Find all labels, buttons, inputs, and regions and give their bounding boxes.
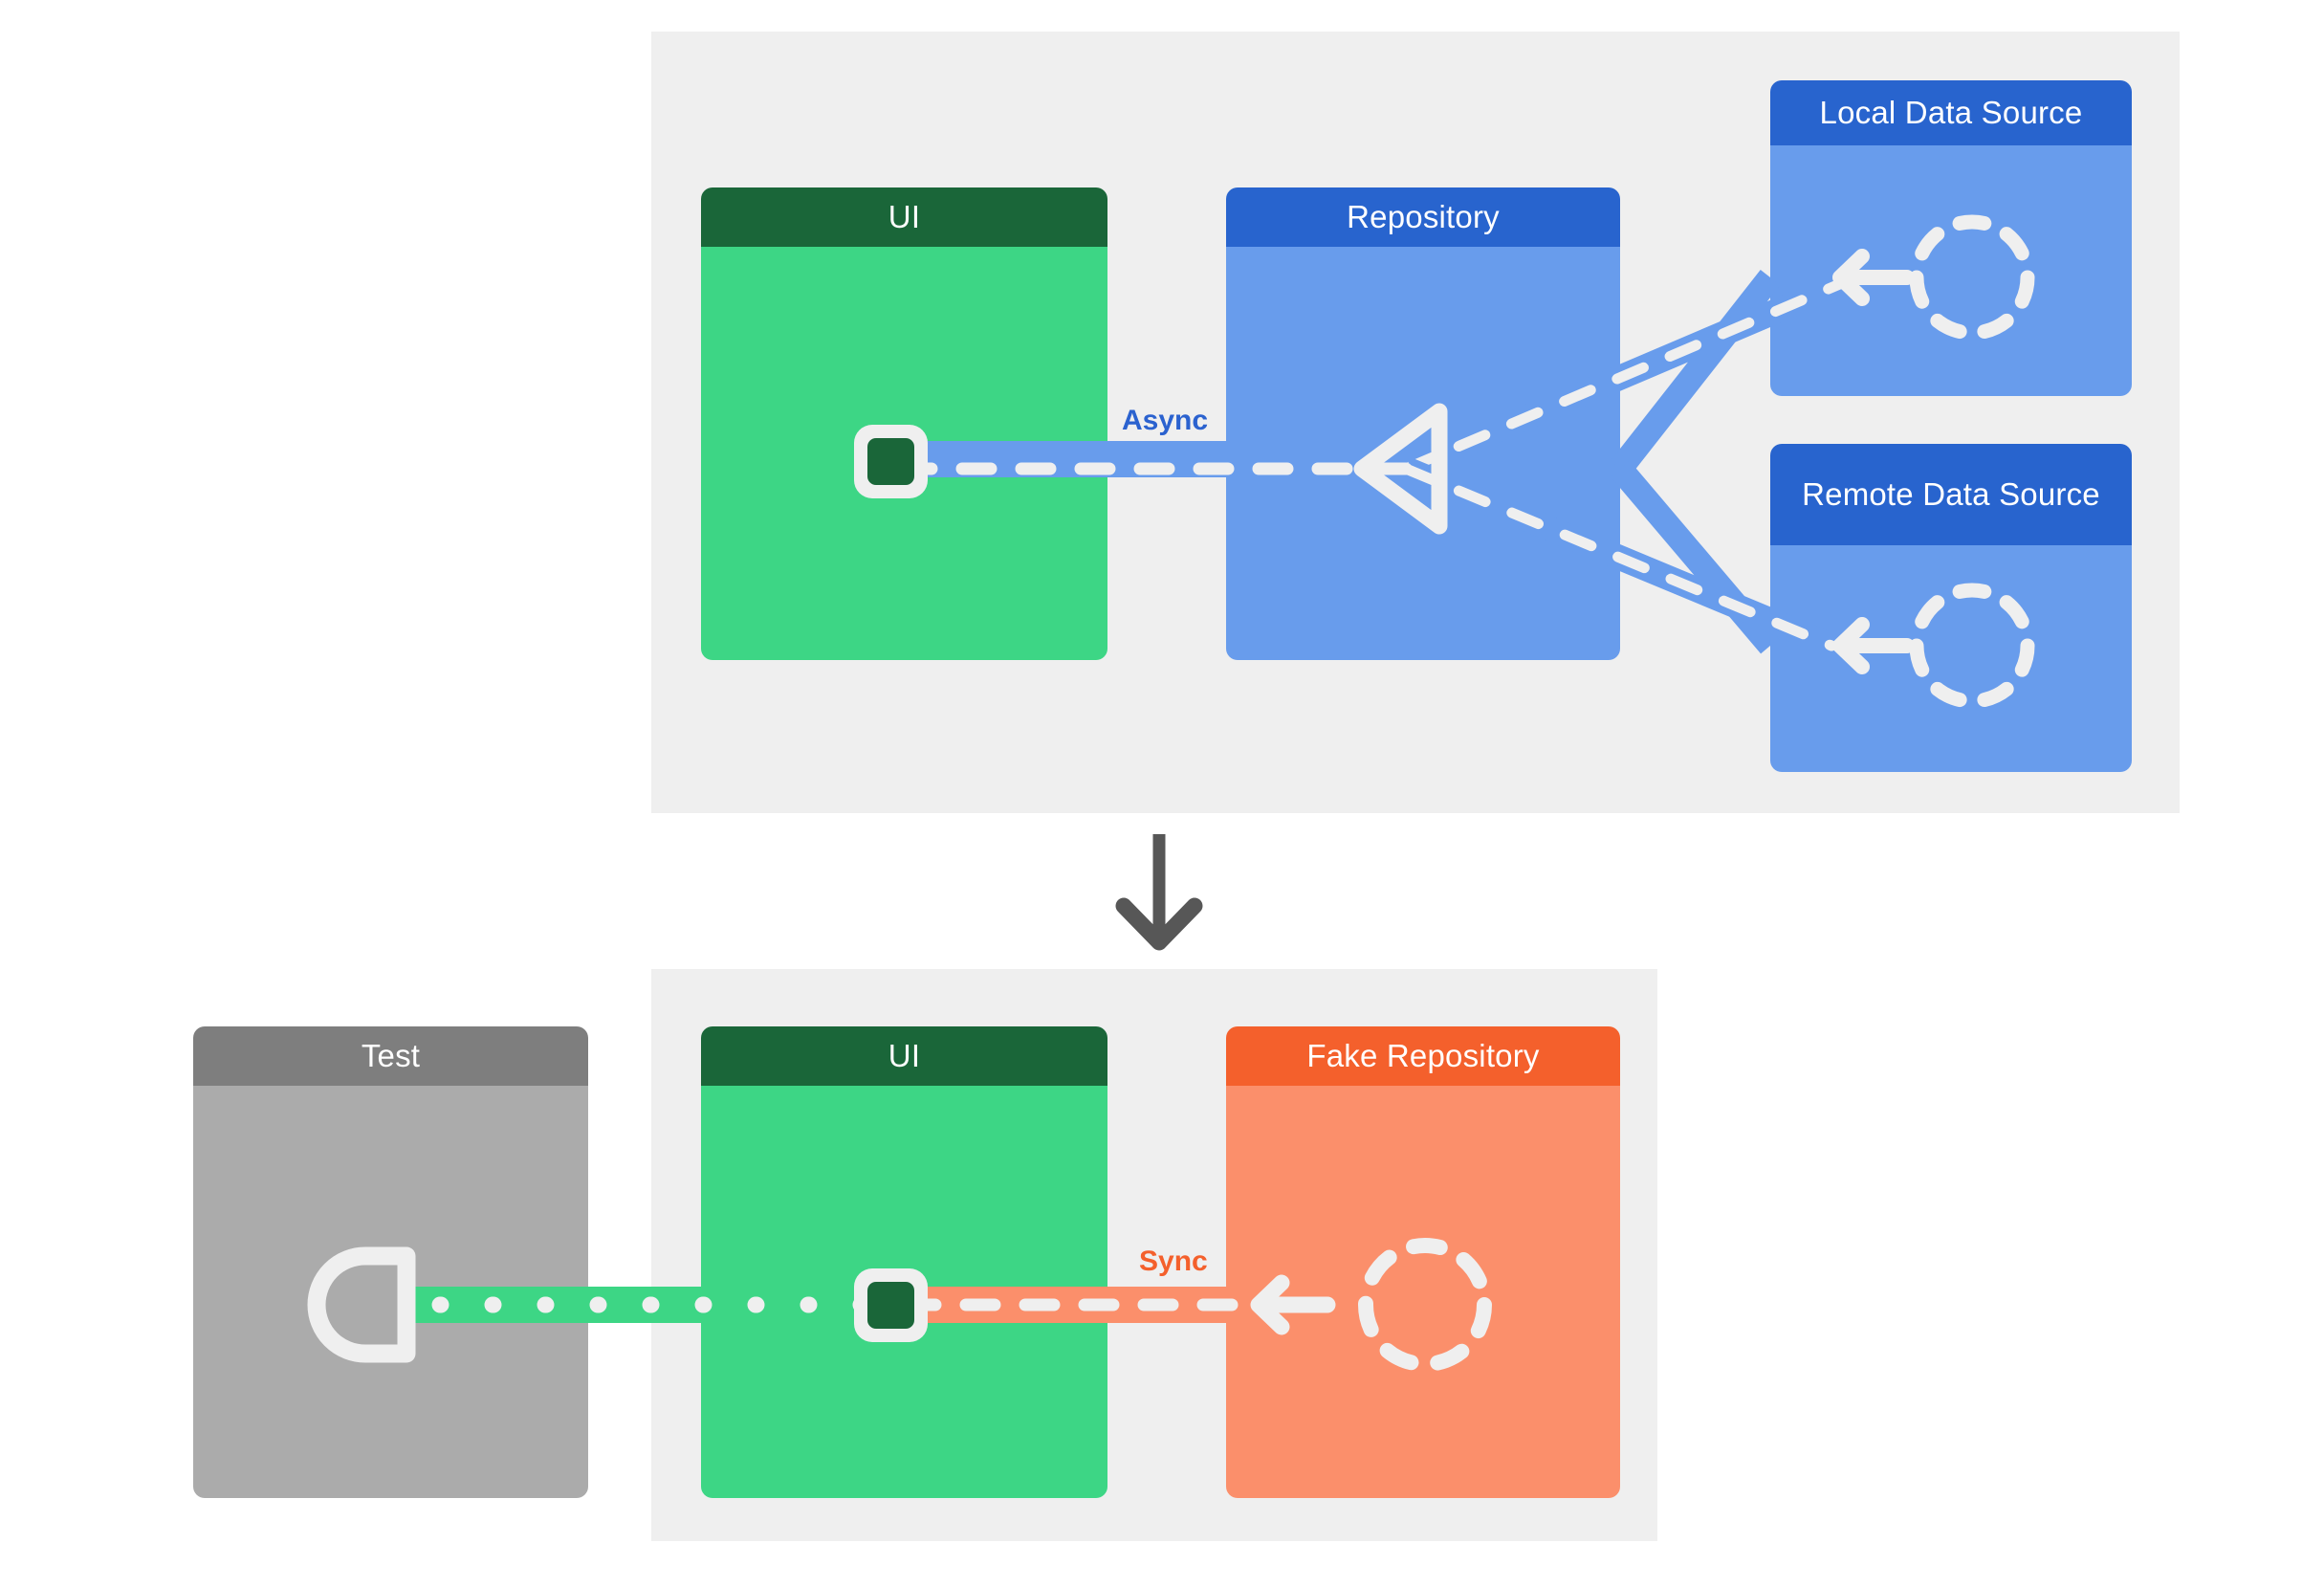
node-body <box>1226 247 1620 660</box>
node-body <box>193 1086 588 1498</box>
node-title: UI <box>701 187 1107 247</box>
node-ui-production[interactable]: UI <box>701 187 1107 660</box>
node-test[interactable]: Test <box>193 1026 588 1498</box>
node-remote-data-source[interactable]: Remote Data Source <box>1770 444 2132 772</box>
node-title: Fake Repository <box>1226 1026 1620 1086</box>
node-title: UI <box>701 1026 1107 1086</box>
node-title: Remote Data Source <box>1770 444 2132 545</box>
node-title: Repository <box>1226 187 1620 247</box>
node-local-data-source[interactable]: Local Data Source <box>1770 80 2132 396</box>
edge-label-async: Async <box>1114 403 1217 439</box>
edge-label-sync: Sync <box>1131 1244 1216 1280</box>
node-repository[interactable]: Repository <box>1226 187 1620 660</box>
node-body <box>701 1086 1107 1498</box>
section-transition-arrow <box>1115 834 1203 951</box>
node-title: Local Data Source <box>1770 80 2132 145</box>
node-body <box>701 247 1107 660</box>
node-fake-repository[interactable]: Fake Repository <box>1226 1026 1620 1498</box>
node-title: Test <box>193 1026 588 1086</box>
node-body <box>1226 1086 1620 1498</box>
node-body <box>1770 145 2132 396</box>
node-ui-test[interactable]: UI <box>701 1026 1107 1498</box>
node-body <box>1770 545 2132 772</box>
